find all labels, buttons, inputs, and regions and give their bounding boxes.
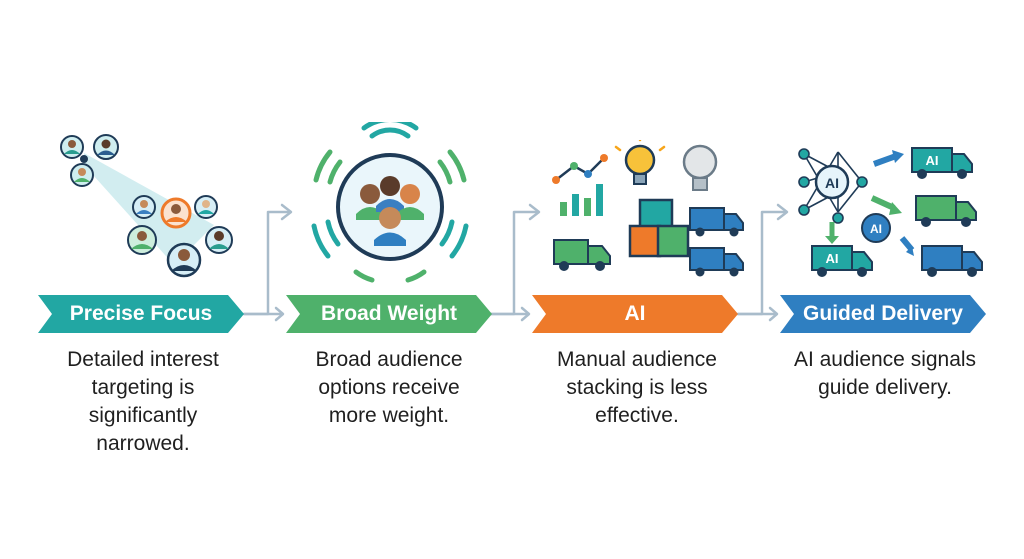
lightbulb-icon-lit <box>614 140 666 185</box>
truck-icon <box>921 245 983 277</box>
truck-icon: AI <box>811 245 873 277</box>
neural-network-trucks-icon: AI AI AI <box>792 142 992 287</box>
chart-lightbulb-boxes-icon <box>548 140 748 285</box>
truck-icon: AI <box>911 147 973 179</box>
step-4-description: AI audience signals guide delivery. <box>793 348 977 399</box>
step-3-banner: AI <box>532 295 738 333</box>
step-1-description: Detailed interest targeting is significa… <box>67 348 219 455</box>
step-2-title: Broad Weight <box>320 302 458 325</box>
step-guided-delivery: AI AI AI <box>776 0 1006 559</box>
truck-icon <box>689 207 744 237</box>
step-3-description: Manual audience stacking is less effecti… <box>557 348 717 427</box>
truck-label-top: AI <box>926 153 939 168</box>
truck-icon <box>689 247 744 277</box>
step-4-title: Guided Delivery <box>803 302 963 325</box>
step-ai: AI Manual audience stacking is less effe… <box>528 0 748 559</box>
ai-badge-label: AI <box>870 222 882 236</box>
people-cluster-icon <box>44 125 244 285</box>
step-precise-focus: Precise Focus Detailed interest targetin… <box>34 0 254 559</box>
step-2-description: Broad audience options receive more weig… <box>315 348 463 427</box>
truck-icon <box>553 239 611 271</box>
step-broad-weight: Broad Weight Broad audience options rece… <box>280 0 500 559</box>
step-4-banner: Guided Delivery <box>780 295 986 333</box>
truck-label-bottom: AI <box>826 251 839 266</box>
audience-broadcast-icon <box>300 122 480 287</box>
lightbulb-icon-dim <box>682 144 718 191</box>
step-2-banner: Broad Weight <box>286 295 492 333</box>
network-hub-label: AI <box>825 175 839 191</box>
step-1-banner: Precise Focus <box>38 295 244 333</box>
step-1-title: Precise Focus <box>69 302 213 325</box>
truck-icon <box>915 195 977 227</box>
step-3-title: AI <box>624 302 646 325</box>
